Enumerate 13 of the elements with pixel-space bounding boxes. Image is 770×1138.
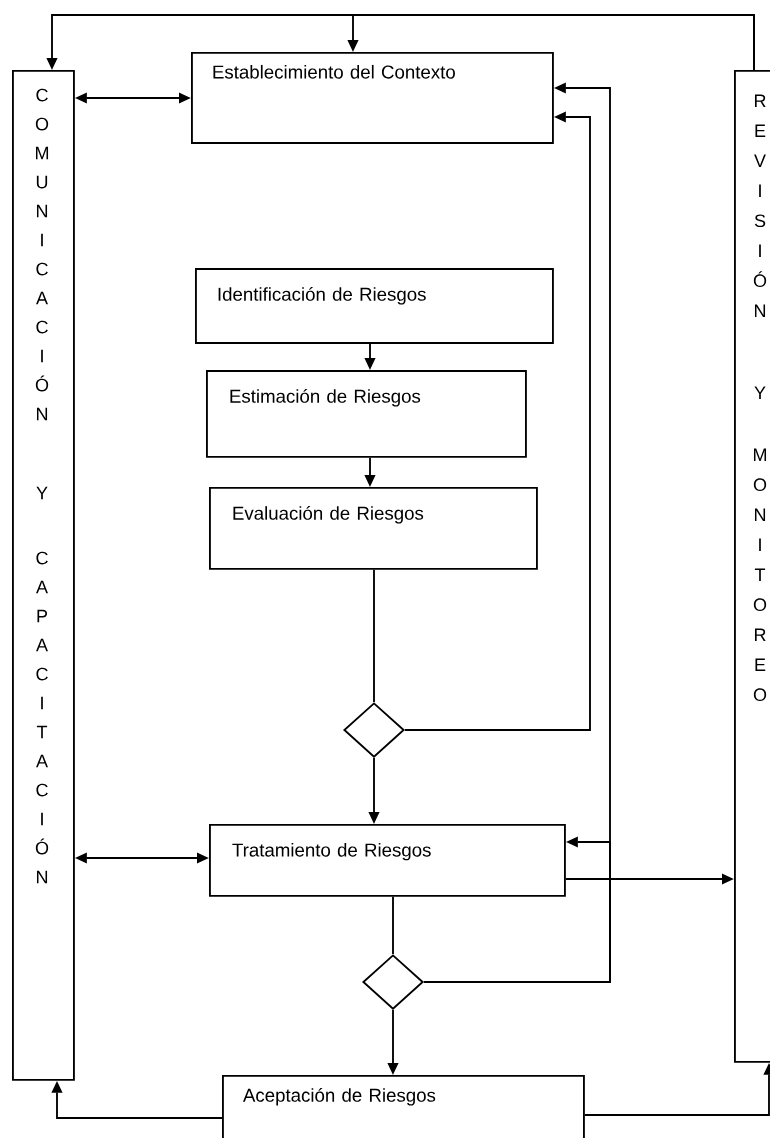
arrow — [347, 14, 755, 71]
arrow — [423, 82, 611, 983]
decision-diamond — [362, 954, 424, 1010]
process-box: Identificación de Riesgos — [195, 268, 554, 344]
process-box: Tratamiento de Riesgos — [209, 824, 566, 897]
process-box: Aceptación de Riesgos — [222, 1075, 585, 1138]
decision-diamond — [343, 702, 405, 758]
side-panel: REVISIÓN Y MONITOREO — [734, 70, 770, 1063]
process-box: Estimación de Riesgos — [206, 370, 527, 458]
side-panel: COMUNICACIÓN Y CAPACITACIÓN — [12, 70, 75, 1081]
arrow — [404, 111, 591, 731]
process-box: Evaluación de Riesgos — [209, 487, 538, 570]
process-box: Establecimiento del Contexto — [191, 52, 554, 144]
